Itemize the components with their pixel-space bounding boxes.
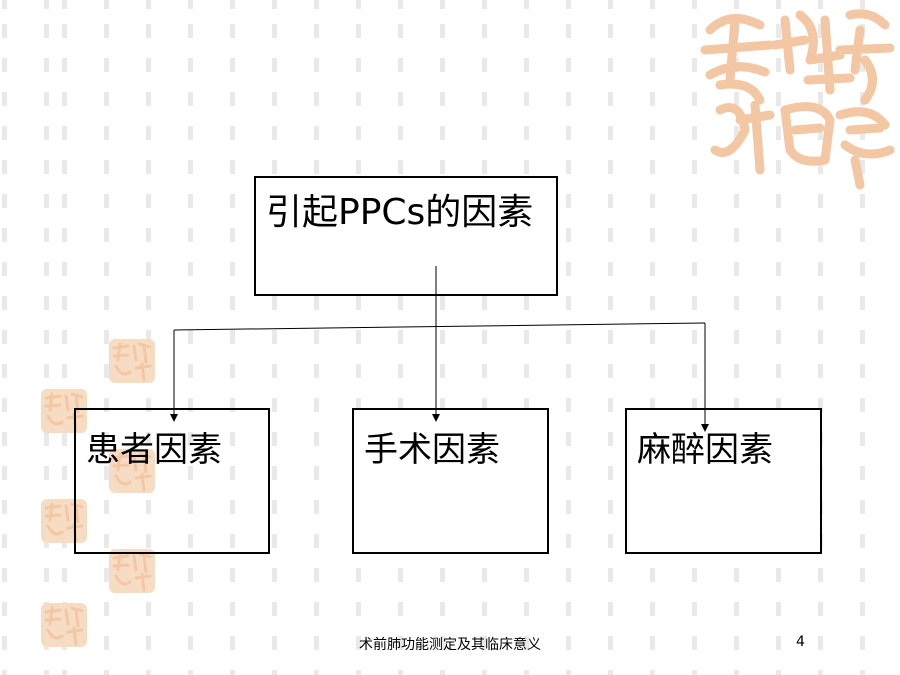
child-node-label: 麻醉因素 <box>637 430 773 470</box>
page-number: 4 <box>796 634 805 650</box>
child-node-label: 手术因素 <box>364 430 500 470</box>
auspicious-seal-icon <box>41 603 87 647</box>
child-node-label: 患者因素 <box>86 430 222 470</box>
root-node-label: 引起PPCs的因素 <box>266 192 534 233</box>
root-node: 引起PPCs的因素 <box>254 176 558 296</box>
auspicious-seal-icon <box>109 449 155 493</box>
child-node-surgery: 手术因素 <box>352 408 549 554</box>
footer-title: 术前肺功能测定及其临床意义 <box>359 637 541 653</box>
auspicious-seal-icon <box>109 339 155 383</box>
auspicious-seal-icon <box>109 549 155 593</box>
child-node-patient: 患者因素 <box>74 408 270 554</box>
auspicious-seal-icon <box>700 9 895 190</box>
child-node-anesthesia: 麻醉因素 <box>625 408 822 554</box>
